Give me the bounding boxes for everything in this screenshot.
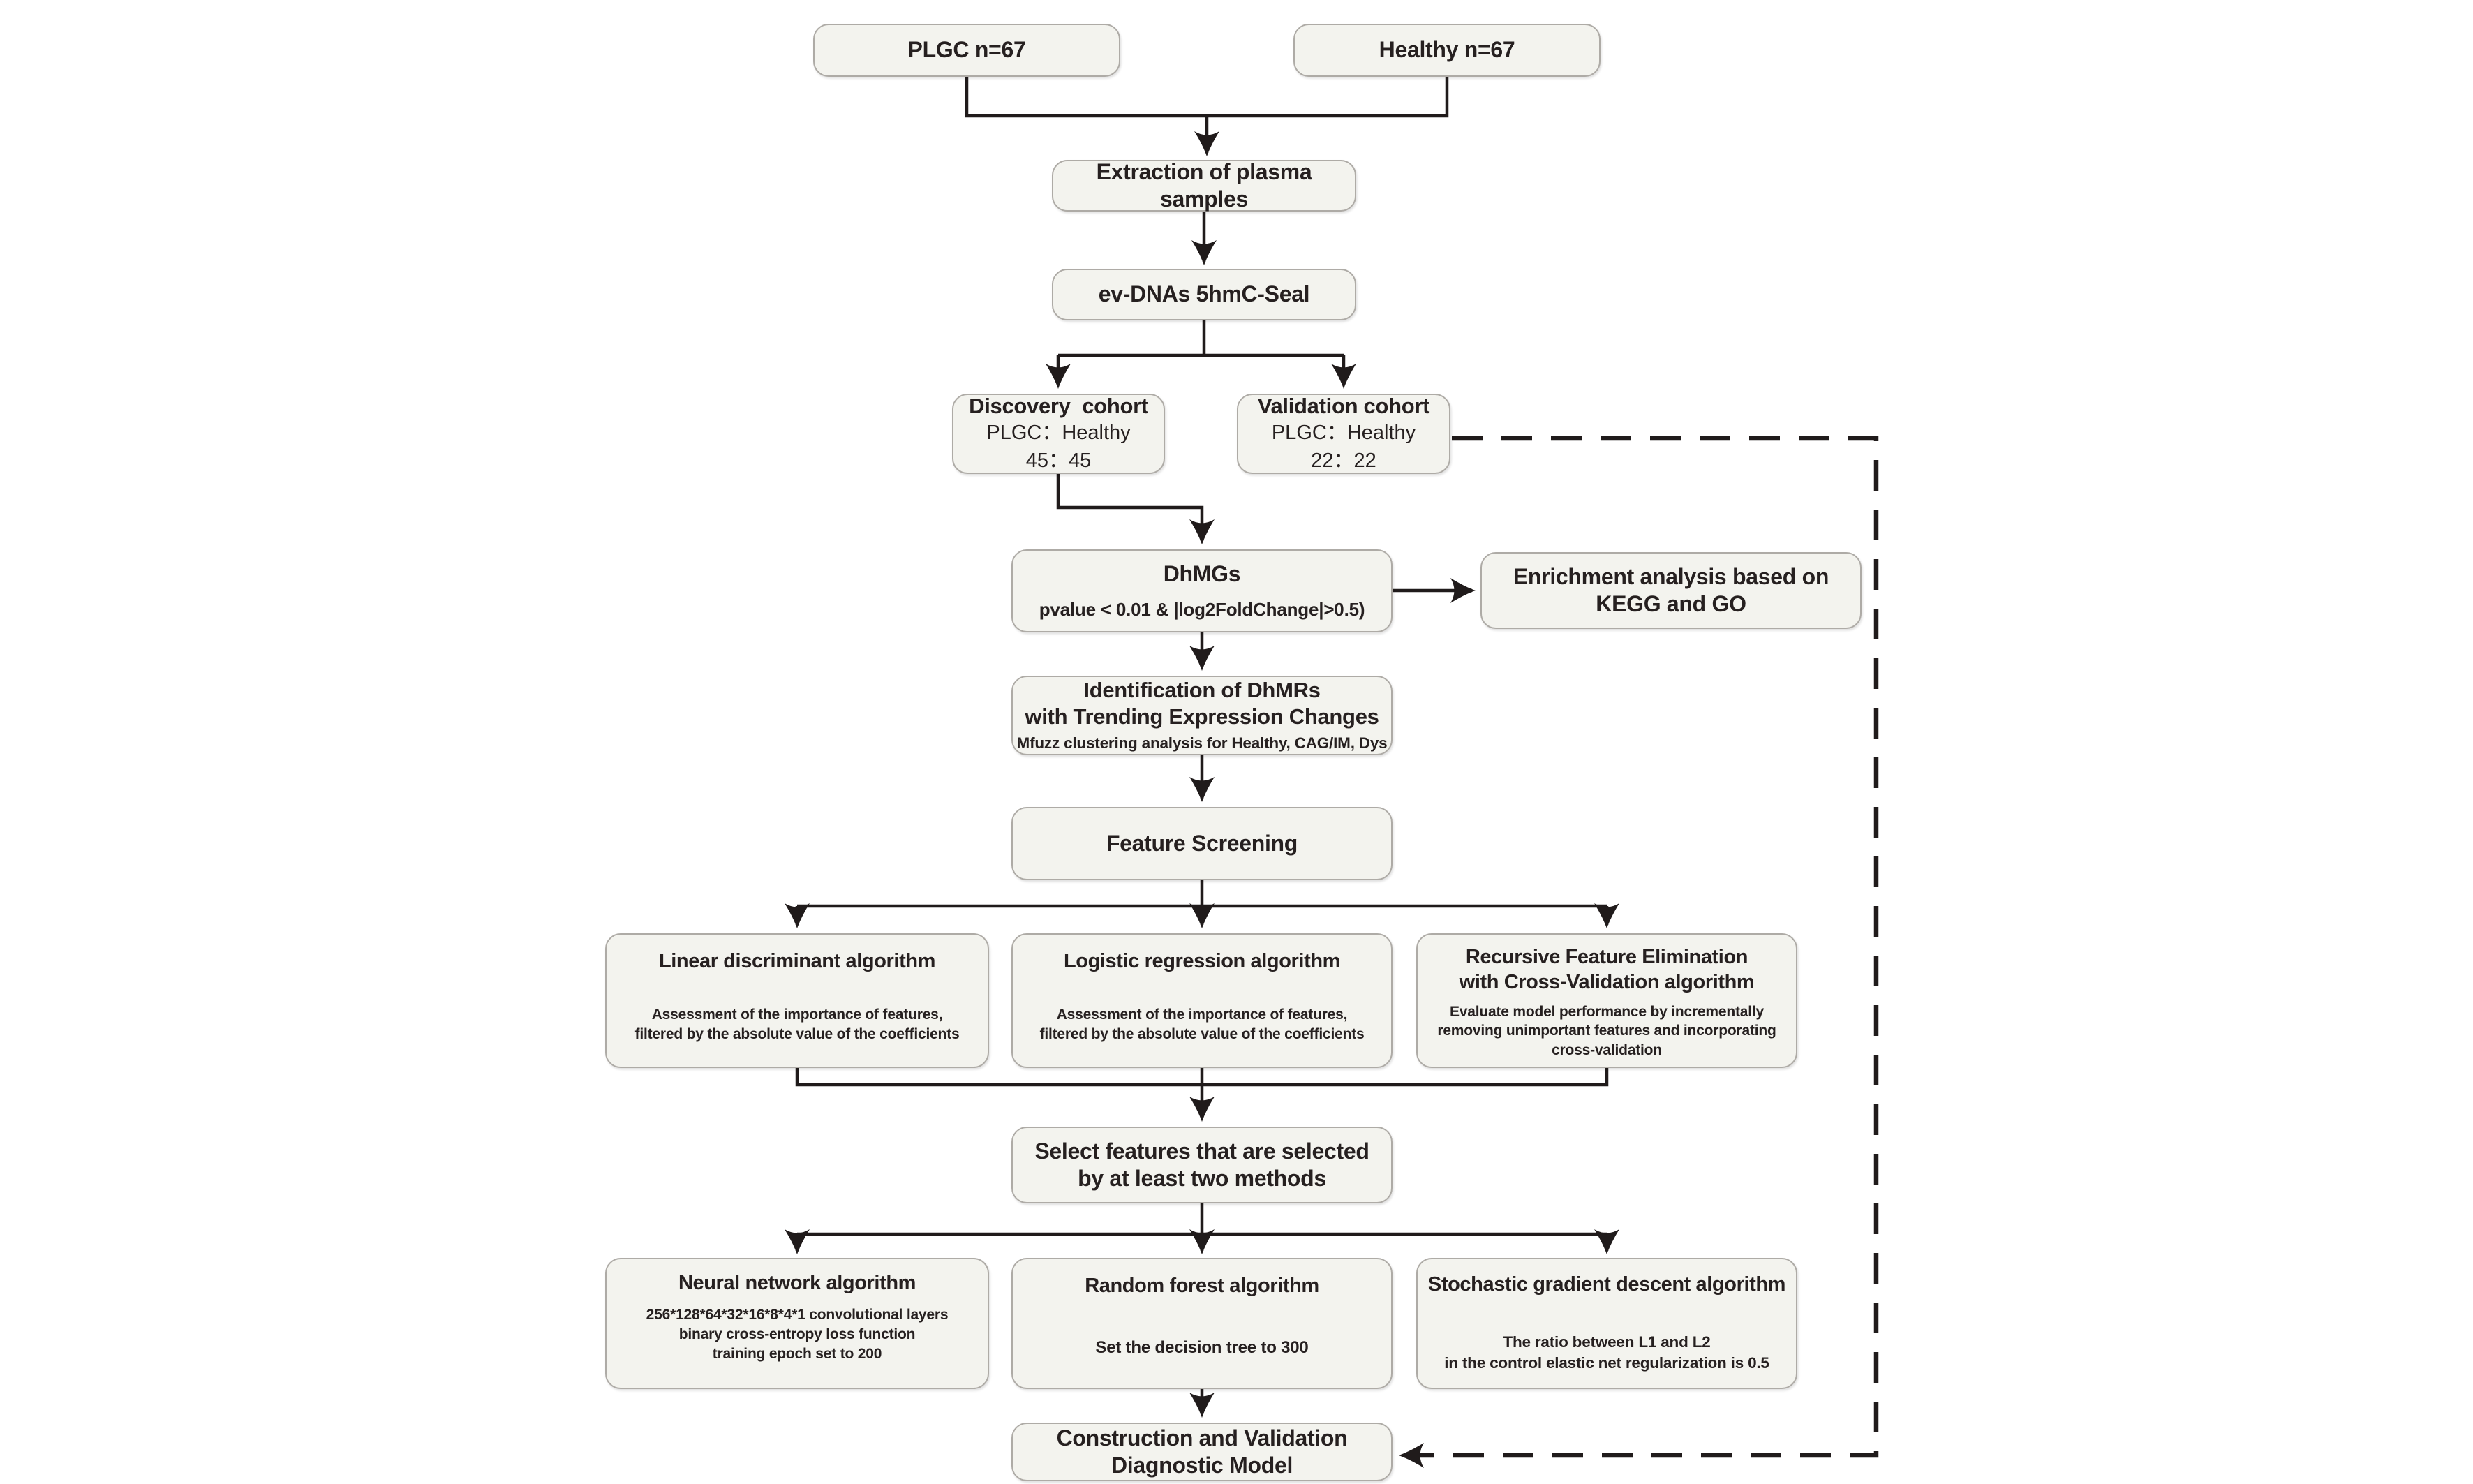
description-line3: cross-validation (1552, 1041, 1662, 1058)
description-line1: Assessment of the importance of features… (1056, 1007, 1348, 1023)
node-plasma-extraction: Extraction of plasma samples (1052, 158, 1356, 212)
node-neural-network: Neural network algorithm 256*128*64*32*1… (605, 1258, 989, 1389)
node-title: ev-DNAs 5hmC-Seal (1098, 281, 1310, 307)
description-line2: in the control elastic net regularizatio… (1444, 1353, 1769, 1372)
node-logistic-regression: Logistic regression algorithm Assessment… (1011, 933, 1393, 1068)
node-description: The ratio between L1 and L2 in the contr… (1444, 1332, 1769, 1373)
description-line2: binary cross-entropy loss function (678, 1326, 916, 1342)
node-feature-screening: Feature Screening (1011, 807, 1393, 880)
node-title-line2: with Cross-Validation algorithm (1459, 971, 1755, 994)
node-dhmgs: DhMGs pvalue < 0.01 & |log2FoldChange|>0… (1011, 549, 1393, 632)
node-description: Evaluate model performance by incrementa… (1437, 1002, 1776, 1060)
dashed-arrow-validation-to-final (1398, 436, 1879, 1468)
node-title: Validation cohort (1257, 393, 1430, 418)
node-criteria: pvalue < 0.01 & |log2FoldChange|>0.5) (1039, 598, 1365, 620)
node-diagnostic-model: Construction and Validation Diagnostic M… (1011, 1423, 1393, 1481)
node-title: Logistic regression algorithm (1063, 950, 1341, 972)
node-stochastic-gradient-descent: Stochastic gradient descent algorithm Th… (1416, 1258, 1797, 1389)
node-description: Assessment of the importance of features… (635, 1005, 960, 1044)
node-title-line1: Enrichment analysis based on (1513, 563, 1829, 589)
description-line1: The ratio between L1 and L2 (1503, 1333, 1711, 1351)
description-line1: Set the decision tree to 300 (1095, 1338, 1309, 1358)
node-title-line1: Select features that are selected (1034, 1138, 1369, 1164)
node-enrichment-analysis: Enrichment analysis based on KEGG and GO (1480, 552, 1862, 629)
description-line1: 256*128*64*32*16*8*4*1 convolutional lay… (646, 1307, 949, 1323)
node-method: Mfuzz clustering analysis for Healthy, C… (1016, 734, 1388, 752)
node-title-line1: Identification of DhMRs (1083, 677, 1321, 702)
node-description: 256*128*64*32*16*8*4*1 convolutional lay… (646, 1305, 949, 1363)
node-linear-discriminant: Linear discriminant algorithm Assessment… (605, 933, 989, 1068)
node-description: Set the decision tree to 300 (1095, 1337, 1308, 1359)
node-recursive-feature-elimination: Recursive Feature Elimination with Cross… (1416, 933, 1797, 1068)
description-line1: Assessment of the importance of features… (651, 1007, 943, 1023)
ratio-value: 45：45 (1025, 450, 1092, 473)
node-title: Random forest algorithm (1085, 1275, 1319, 1297)
node-dhmrs-identification: Identification of DhMRs with Trending Ex… (1011, 676, 1393, 755)
description-line2: filtered by the absolute value of the co… (1039, 1025, 1365, 1042)
connector-top-merge (965, 77, 1449, 118)
node-random-forest: Random forest algorithm Set the decision… (1011, 1258, 1393, 1389)
node-title: DhMGs (1163, 561, 1241, 586)
node-title-line1: Construction and Validation (1056, 1425, 1348, 1450)
node-discovery-cohort: Discovery cohort PLGC：Healthy 45：45 (952, 394, 1165, 474)
node-title-line2: Diagnostic Model (1111, 1453, 1293, 1478)
ratio-label: PLGC：Healthy (986, 422, 1131, 445)
description-line1: Evaluate model performance by incrementa… (1449, 1003, 1765, 1020)
node-healthy-cohort: Healthy n=67 (1293, 24, 1601, 77)
description-line2: filtered by the absolute value of the co… (634, 1025, 960, 1042)
description-line2: removing unimportant features and incorp… (1437, 1023, 1776, 1039)
node-title: Stochastic gradient descent algorithm (1427, 1273, 1786, 1296)
node-title: PLGC n=67 (907, 37, 1026, 63)
node-title: Extraction of plasma samples (1096, 158, 1318, 212)
node-title: Feature Screening (1106, 830, 1298, 856)
ratio-label: PLGC：Healthy (1271, 422, 1416, 445)
node-title: Linear discriminant algorithm (658, 950, 936, 972)
node-title-line2: by at least two methods (1078, 1166, 1326, 1191)
node-select-features: Select features that are selected by at … (1011, 1127, 1393, 1203)
node-evdna-5hmc-seal: ev-DNAs 5hmC-Seal (1052, 269, 1356, 320)
node-title-line2: with Trending Expression Changes (1025, 704, 1379, 729)
node-title: Discovery cohort (969, 393, 1148, 418)
node-title: Healthy n=67 (1379, 37, 1515, 63)
node-title: Neural network algorithm (678, 1272, 916, 1294)
description-line3: training epoch set to 200 (712, 1345, 882, 1362)
node-title-line2: KEGG and GO (1596, 591, 1746, 616)
ratio-value: 22：22 (1311, 450, 1376, 473)
node-plgc-cohort: PLGC n=67 (813, 24, 1120, 77)
node-description: Assessment of the importance of features… (1040, 1005, 1365, 1044)
node-title-line1: Recursive Feature Elimination (1465, 946, 1748, 968)
arrow-discovery-to-dhmgs (1056, 474, 1215, 545)
node-validation-cohort: Validation cohort PLGC：Healthy 22：22 (1237, 394, 1450, 474)
